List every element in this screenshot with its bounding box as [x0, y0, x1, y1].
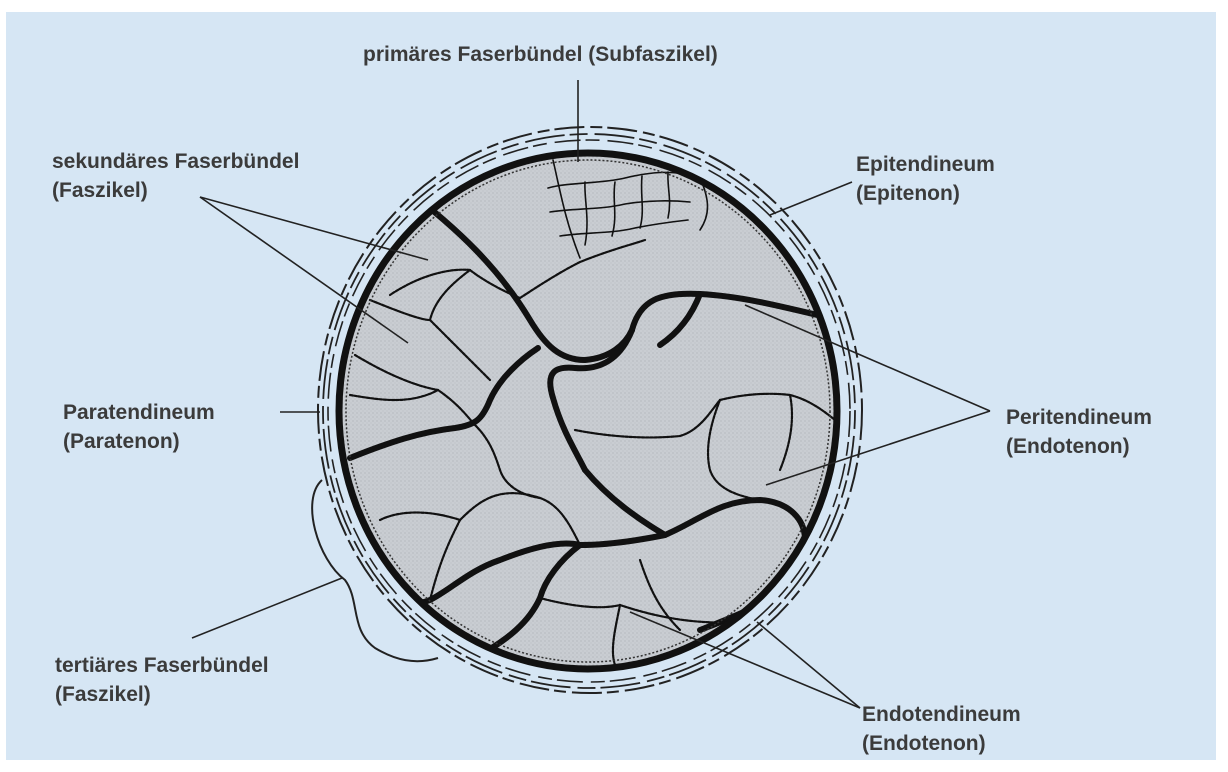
label-endotendineum-line2: (Endotenon)	[862, 729, 1021, 758]
label-primary-bundle: primäres Faserbündel (Subfaszikel)	[363, 40, 718, 69]
label-peritendineum-line2: (Endotenon)	[1006, 432, 1152, 461]
label-epitendineum: Epitendineum (Epitenon)	[856, 150, 995, 208]
label-peritendineum-line1: Peritendineum	[1006, 403, 1152, 432]
label-paratendineum-line2: (Paratenon)	[63, 427, 215, 456]
label-secondary-line1: sekundäres Faserbündel	[52, 147, 299, 176]
leader-tertiary	[192, 578, 342, 638]
label-epitendineum-line2: (Epitenon)	[856, 179, 995, 208]
label-tertiary-line2: (Faszikel)	[55, 680, 269, 709]
leader-secondary-1	[200, 197, 428, 260]
leader-endotendineum-2	[757, 622, 860, 708]
label-peritendineum: Peritendineum (Endotenon)	[1006, 403, 1152, 461]
label-primary-line1: primäres Faserbündel (Subfaszikel)	[363, 40, 718, 69]
label-secondary-line2: (Faszikel)	[52, 176, 299, 205]
label-endotendineum: Endotendineum (Endotenon)	[862, 700, 1021, 758]
label-secondary-bundle: sekundäres Faserbündel (Faszikel)	[52, 147, 299, 205]
label-paratendineum-line1: Paratendineum	[63, 398, 215, 427]
label-endotendineum-line1: Endotendineum	[862, 700, 1021, 729]
label-epitendineum-line1: Epitendineum	[856, 150, 995, 179]
leader-epitendineum	[770, 182, 852, 215]
label-tertiary-line1: tertiäres Faserbündel	[55, 651, 269, 680]
label-tertiary-bundle: tertiäres Faserbündel (Faszikel)	[55, 651, 269, 709]
label-paratendineum: Paratendineum (Paratenon)	[63, 398, 215, 456]
